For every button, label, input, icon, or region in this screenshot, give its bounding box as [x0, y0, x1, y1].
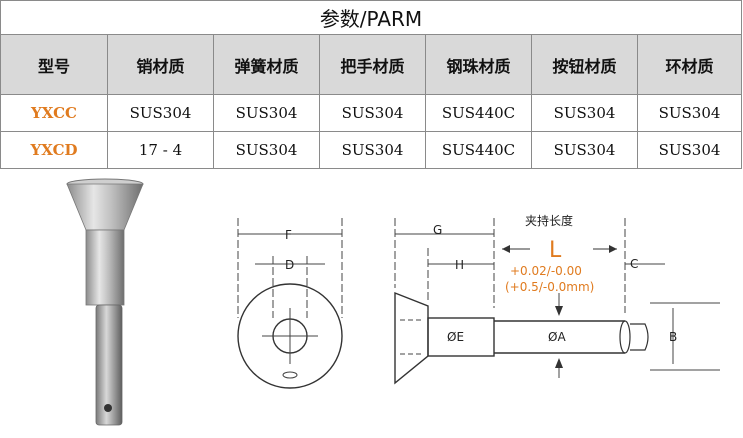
handle-cone-icon [66, 183, 144, 231]
header-ball-material: 钢珠材质 [425, 34, 532, 95]
label-f: F [285, 228, 292, 242]
dimension-drawing: F D G H C ØE ØA B 夹持长度 L +0.02/-0.00 (+0… [237, 213, 720, 389]
tolerance-mm: (+0.5/-0.0mm) [505, 280, 594, 294]
table-cell: SUS440C [425, 131, 532, 169]
label-b: B [669, 330, 677, 344]
table-cell: SUS304 [531, 131, 638, 169]
table-header-row: 型号 销材质 弹簧材质 把手材质 钢珠材质 按钮材质 环材质 [0, 34, 742, 95]
label-oa: ØA [548, 330, 566, 344]
table-cell: SUS440C [425, 94, 532, 132]
table-cell: SUS304 [637, 94, 742, 132]
table-cell: SUS304 [213, 131, 320, 169]
label-g: G [433, 223, 442, 237]
pin-shaft-icon [95, 304, 123, 426]
side-view-body-icon [427, 317, 495, 357]
header-ring-material: 环材质 [637, 34, 742, 95]
pin-body-icon [85, 229, 125, 306]
parameter-table: 参数/PARM 型号 销材质 弹簧材质 把手材质 钢珠材质 按钮材质 环材质 Y… [0, 0, 742, 169]
header-pin-material: 销材质 [107, 34, 214, 95]
label-d: D [285, 258, 294, 272]
header-model: 型号 [0, 34, 108, 95]
grip-length-title: 夹持长度 [525, 213, 573, 228]
label-h: H [455, 258, 464, 272]
header-spring-material: 弹簧材质 [213, 34, 320, 95]
grip-length-letter: L [549, 238, 562, 263]
table-row: YXCC SUS304 SUS304 SUS304 SUS440C SUS304… [0, 94, 742, 132]
label-c: C [630, 257, 638, 271]
table-cell: SUS304 [319, 94, 426, 132]
product-photo [66, 178, 144, 426]
model-cell: YXCD [0, 131, 108, 169]
table-cell: 17 - 4 [107, 131, 214, 169]
side-view-cone-icon [394, 291, 429, 385]
label-oe: ØE [447, 330, 464, 344]
table-cell: SUS304 [531, 94, 638, 132]
header-button-material: 按钮材质 [531, 34, 638, 95]
tolerance-inch: +0.02/-0.00 [510, 264, 582, 278]
table-row: YXCD 17 - 4 SUS304 SUS304 SUS440C SUS304… [0, 131, 742, 169]
table-cell: SUS304 [107, 94, 214, 132]
header-handle-material: 把手材质 [319, 34, 426, 95]
table-cell: SUS304 [213, 94, 320, 132]
locking-ball-icon [104, 404, 112, 412]
model-cell: YXCC [0, 94, 108, 132]
table-cell: SUS304 [637, 131, 742, 169]
front-view-outer-circle-icon [237, 283, 343, 389]
table-title: 参数/PARM [0, 0, 742, 35]
table-cell: SUS304 [319, 131, 426, 169]
side-view-shaft-icon [494, 320, 625, 354]
